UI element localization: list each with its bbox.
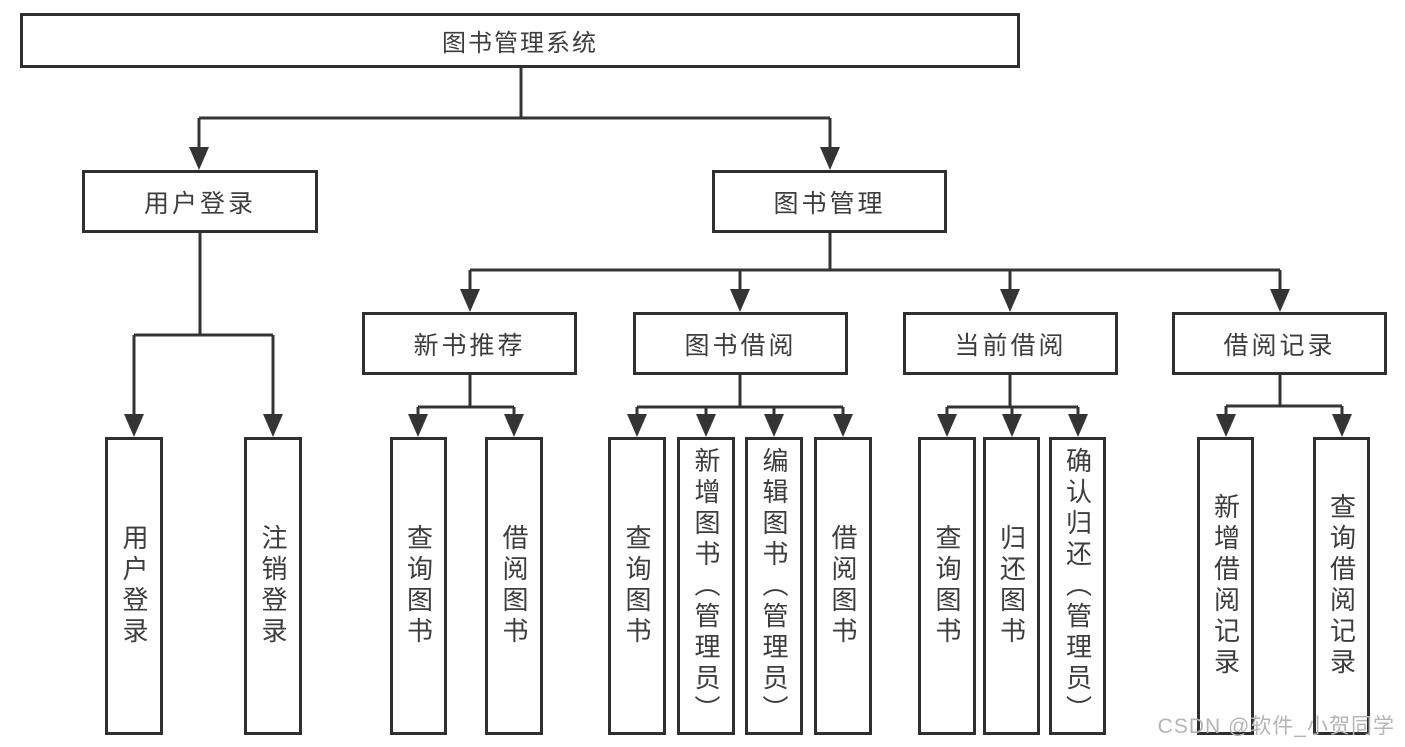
arrow-down-icon xyxy=(1332,414,1352,437)
leaf-borrow-books-1: 借阅图书 xyxy=(485,437,543,735)
node-book-borrowing: 图书借阅 xyxy=(633,312,848,375)
node-current-borrowing: 当前借阅 xyxy=(903,312,1118,375)
leaf-return-book: 归还图书 xyxy=(983,437,1040,735)
arrow-down-icon xyxy=(696,414,716,437)
leaf-user-login: 用户登录 xyxy=(105,437,163,735)
arrow-down-icon xyxy=(408,414,428,437)
arrow-down-icon xyxy=(764,414,784,437)
arrow-down-icon xyxy=(1068,414,1088,437)
connector-root-branch xyxy=(197,68,832,152)
node-book-management: 图书管理 xyxy=(712,170,947,233)
connector-user-login-branch xyxy=(132,233,275,420)
connector-book-borrow-branch xyxy=(635,375,845,420)
leaf-borrow-books-2: 借阅图书 xyxy=(814,437,872,735)
connector-new-book-branch xyxy=(416,375,516,420)
arrow-down-icon xyxy=(1216,414,1236,437)
arrow-down-icon xyxy=(1002,414,1022,437)
leaf-query-borrow-record: 查询借阅记录 xyxy=(1313,437,1370,735)
node-new-book-recommend: 新书推荐 xyxy=(362,312,577,375)
arrow-down-icon xyxy=(460,289,480,312)
arrow-down-icon xyxy=(263,414,283,437)
arrow-down-icon xyxy=(833,414,853,437)
watermark: CSDN @软件_小贺同学 xyxy=(1157,715,1395,738)
leaf-add-borrow-record: 新增借阅记录 xyxy=(1197,437,1254,735)
arrow-down-icon xyxy=(1270,289,1290,312)
arrow-down-icon xyxy=(1000,289,1020,312)
node-borrow-records: 借阅记录 xyxy=(1172,312,1387,375)
leaf-query-books-3: 查询图书 xyxy=(918,437,976,735)
connector-borrow-records-branch xyxy=(1224,375,1344,420)
node-user-login: 用户登录 xyxy=(82,170,318,233)
connector-book-management-branch xyxy=(468,233,1282,294)
arrow-down-icon xyxy=(937,414,957,437)
leaf-query-books-2: 查询图书 xyxy=(608,437,666,735)
arrow-down-icon xyxy=(189,147,209,170)
connector-current-borrow-branch xyxy=(945,375,1080,420)
leaf-edit-book-admin: 编辑图书（管理员） xyxy=(745,437,803,735)
leaf-add-book-admin: 新增图书（管理员） xyxy=(677,437,735,735)
arrow-down-icon xyxy=(627,414,647,437)
arrow-down-icon xyxy=(730,289,750,312)
leaf-query-books-1: 查询图书 xyxy=(390,437,447,735)
leaf-logout: 注销登录 xyxy=(244,437,302,735)
arrow-down-icon xyxy=(820,147,840,170)
node-library-system: 图书管理系统 xyxy=(20,13,1020,68)
arrow-down-icon xyxy=(504,414,524,437)
arrowheads xyxy=(124,147,1352,437)
arrow-down-icon xyxy=(124,414,144,437)
leaf-confirm-return-admin: 确认归还（管理员） xyxy=(1049,437,1106,735)
